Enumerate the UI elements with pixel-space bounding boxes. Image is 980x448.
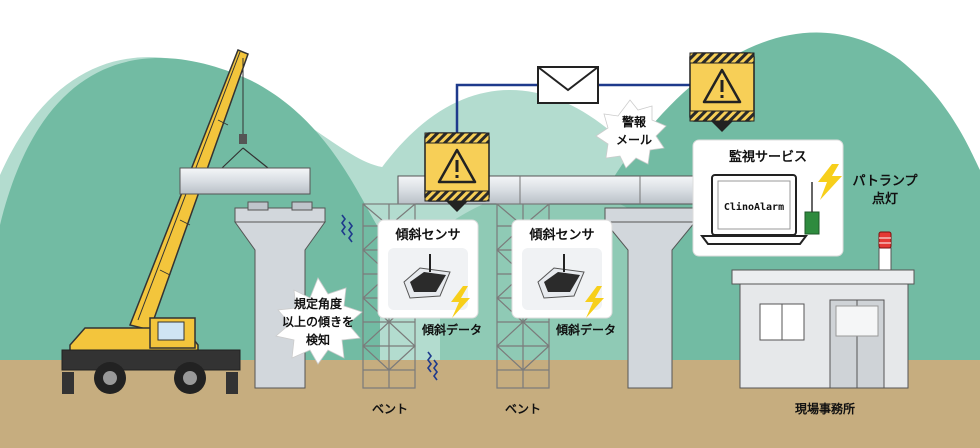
mail-icon: [537, 66, 599, 104]
detection-alert-burst: 規定角度 以上の傾きを 検知: [275, 277, 363, 365]
sensor-data-label-2: 傾斜データ: [555, 322, 616, 337]
monitoring-title: 監視サービス: [729, 149, 807, 165]
warning-callout-service: [689, 52, 755, 132]
detect-text-line-1: 規定角度: [294, 296, 343, 311]
app-name: ClinoAlarm: [724, 201, 784, 213]
gateway-device-icon: [804, 182, 820, 235]
detect-text-line-3: 検知: [306, 332, 330, 347]
sensor-title-1: 傾斜センサ: [394, 227, 460, 243]
site-office: [731, 231, 915, 389]
warning-callout-sensor: [424, 132, 490, 212]
mail-text-line-1: 警報: [621, 114, 647, 129]
sensor-device-icon: [537, 254, 585, 299]
office-label: 現場事務所: [795, 401, 855, 416]
warning-icon: [702, 68, 742, 104]
laptop-icon: [700, 174, 808, 245]
crane: [61, 49, 311, 394]
sensor-card-1: 傾斜センサ 傾斜データ: [377, 219, 482, 337]
vibration-marks: [341, 214, 438, 381]
detect-text-line-2: 以上の傾きを: [282, 314, 354, 329]
monitoring-service-card: 監視サービス ClinoAlarm: [692, 139, 844, 257]
patlamp-label: パトランプ 点灯: [852, 174, 918, 207]
patlamp-text-line-2: 点灯: [872, 191, 898, 207]
lightning-icon: [818, 164, 842, 200]
sensor-data-label-1: 傾斜データ: [421, 322, 482, 337]
patrol-lamp-icon: [878, 231, 892, 271]
sensor-device-icon: [403, 254, 451, 299]
mail-alert-burst: 警報 メール: [595, 99, 667, 169]
lightning-icon: [451, 286, 470, 318]
bent-label-2: ベント: [505, 402, 541, 416]
sensor-title-2: 傾斜センサ: [528, 227, 594, 243]
patlamp-text-line-1: パトランプ: [852, 174, 918, 189]
bent-label-1: ベント: [372, 402, 408, 416]
lightning-icon: [585, 286, 604, 318]
sensor-card-2: 傾斜センサ 傾斜データ: [511, 219, 616, 337]
mail-text-line-2: メール: [616, 133, 652, 147]
bridge-pier-right: [603, 207, 697, 389]
warning-icon: [437, 148, 477, 184]
